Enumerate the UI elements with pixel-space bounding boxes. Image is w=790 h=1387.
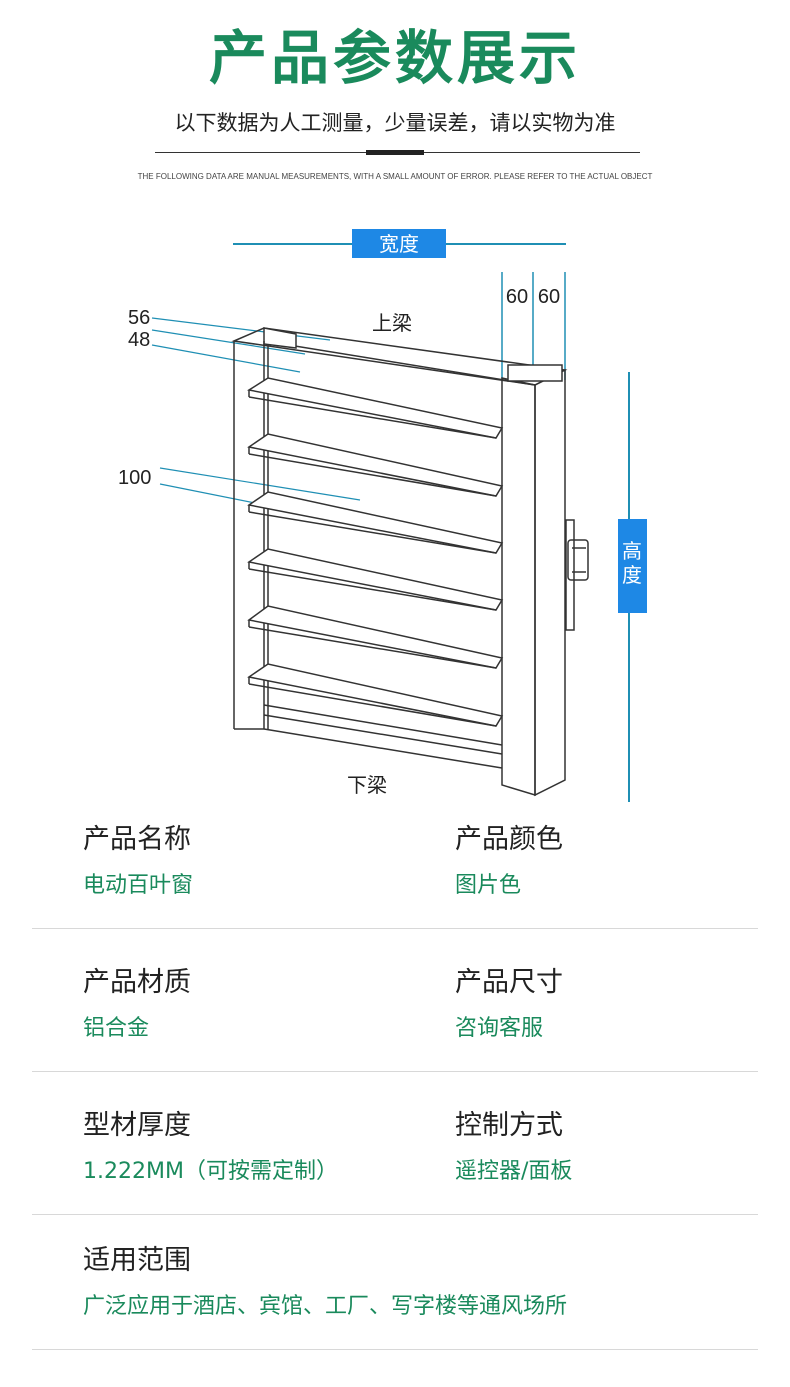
spec-divider	[32, 1349, 758, 1350]
height-badge-label-bottom: 度	[622, 563, 642, 587]
spec-value-usage: 广泛应用于酒店、宾馆、工厂、写字楼等通风场所	[83, 1294, 568, 1319]
dim-48-label: 48	[128, 329, 150, 351]
spec-label-thickness: 型材厚度	[83, 1110, 191, 1141]
page-title: 产品参数展示	[208, 24, 581, 92]
spec-value-name: 电动百叶窗	[83, 873, 194, 898]
page-subtitle: 以下数据为人工测量，少量误差，请以实物为准	[174, 111, 616, 135]
spec-value-control: 遥控器/面板	[455, 1159, 573, 1184]
slat	[247, 491, 504, 554]
height-badge	[618, 519, 647, 613]
spec-divider	[32, 928, 758, 929]
dim-100-label: 100	[118, 467, 151, 489]
divider-accent	[366, 150, 424, 155]
width-badge-label: 宽度	[379, 232, 419, 256]
dim-60-label-1: 60	[506, 286, 528, 308]
spec-label-name: 产品名称	[83, 824, 191, 855]
slat	[247, 663, 504, 727]
spec-divider	[32, 1214, 758, 1215]
slat	[247, 605, 504, 669]
spec-value-color: 图片色	[455, 873, 522, 898]
dim-56-leader	[151, 317, 331, 341]
dim-60-label-2: 60	[538, 286, 560, 308]
slat	[247, 377, 504, 439]
slat	[247, 433, 504, 497]
spec-label-control: 控制方式	[455, 1110, 563, 1141]
top-beam-label: 上梁	[372, 311, 412, 335]
height-badge-label-top: 高	[622, 539, 642, 563]
width-badge	[352, 229, 446, 258]
dim-48-leader	[151, 329, 306, 355]
spec-value-material: 铝合金	[83, 1016, 150, 1041]
spec-label-size: 产品尺寸	[455, 967, 563, 998]
louver-slats	[247, 377, 504, 727]
spec-divider	[32, 1071, 758, 1072]
spec-label-material: 产品材质	[83, 967, 191, 998]
english-note: THE FOLLOWING DATA ARE MANUAL MEASUREMEN…	[137, 172, 653, 181]
spec-value-size: 咨询客服	[455, 1016, 544, 1041]
dim-48-leader-2	[151, 344, 301, 373]
dim-100-leader-1	[159, 467, 361, 501]
spec-label-color: 产品颜色	[455, 824, 563, 855]
spec-value-thickness: 1.222MM（可按需定制）	[83, 1159, 338, 1184]
dim-56-label: 56	[128, 307, 150, 329]
spec-label-usage: 适用范围	[83, 1245, 191, 1276]
slat	[247, 548, 504, 611]
bottom-beam-label: 下梁	[347, 773, 387, 797]
louver-diagram: 宽度 高 度 60 60 56 48 100	[118, 229, 647, 802]
